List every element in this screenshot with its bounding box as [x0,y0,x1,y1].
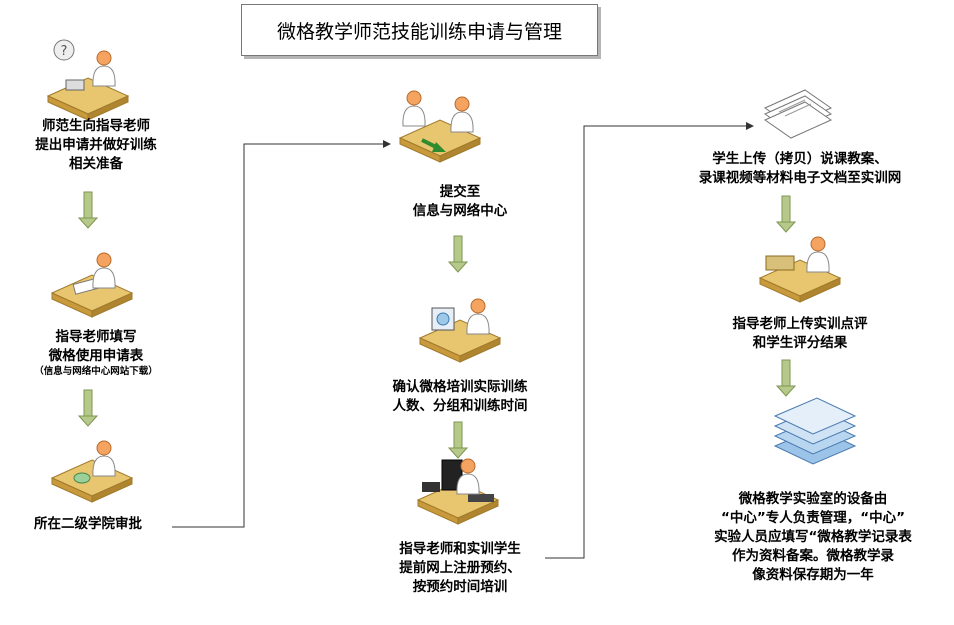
svg-text:?: ? [61,44,68,59]
monitor-person-icon [419,298,501,363]
flow-arrow-5 [776,195,796,233]
connector-col1-to-col2 [172,140,391,528]
step-9-label: 微格教学实验室的设备由“中心”专人负责管理，“中心”实验人员应填写“微格教学记录… [714,491,912,583]
step-6-label: 指导老师和实训学生提前网上注册预约、按预约时间培训 [399,541,521,595]
help-desk-person-icon: ? [47,39,129,121]
computer-workstation-icon [417,458,499,525]
step-8-label: 指导老师上传实训点评和学生评分结果 [732,316,868,351]
diagram-title: 微格教学师范技能训练申请与管理 [241,4,598,56]
flow-arrow-4 [448,421,468,459]
approval-desk-icon [51,440,133,503]
flow-arrow-1 [78,191,98,229]
step-7-label: 学生上传（拷贝）说课教案、录课视频等材料电子文档至实训网 [698,151,902,186]
step-1-label: 师范生向指导老师提出申请并做好训练相关准备 [35,118,157,172]
books-stack-icon [773,397,857,465]
documents-stack-icon [763,89,833,139]
flow-arrow-2 [78,389,98,427]
typing-person-icon [759,236,841,303]
handshake-icon [399,90,481,163]
step-4-label: 提交至信息与网络中心 [412,184,508,219]
connector-col2-to-col3 [545,122,754,559]
desk-person-icon [51,252,133,318]
step-5-label: 确认微格培训实际训练人数、分组和训练时间 [392,379,528,414]
flow-arrow-3 [448,235,468,273]
step-3-label: 所在二级学院审批 [34,516,142,532]
flow-arrow-6 [776,359,796,397]
step-2-note: （信息与网络中心网站下载） [34,366,158,377]
step-2-label: 指导老师填写微格使用申请表 （信息与网络中心网站下载） [8,328,184,378]
